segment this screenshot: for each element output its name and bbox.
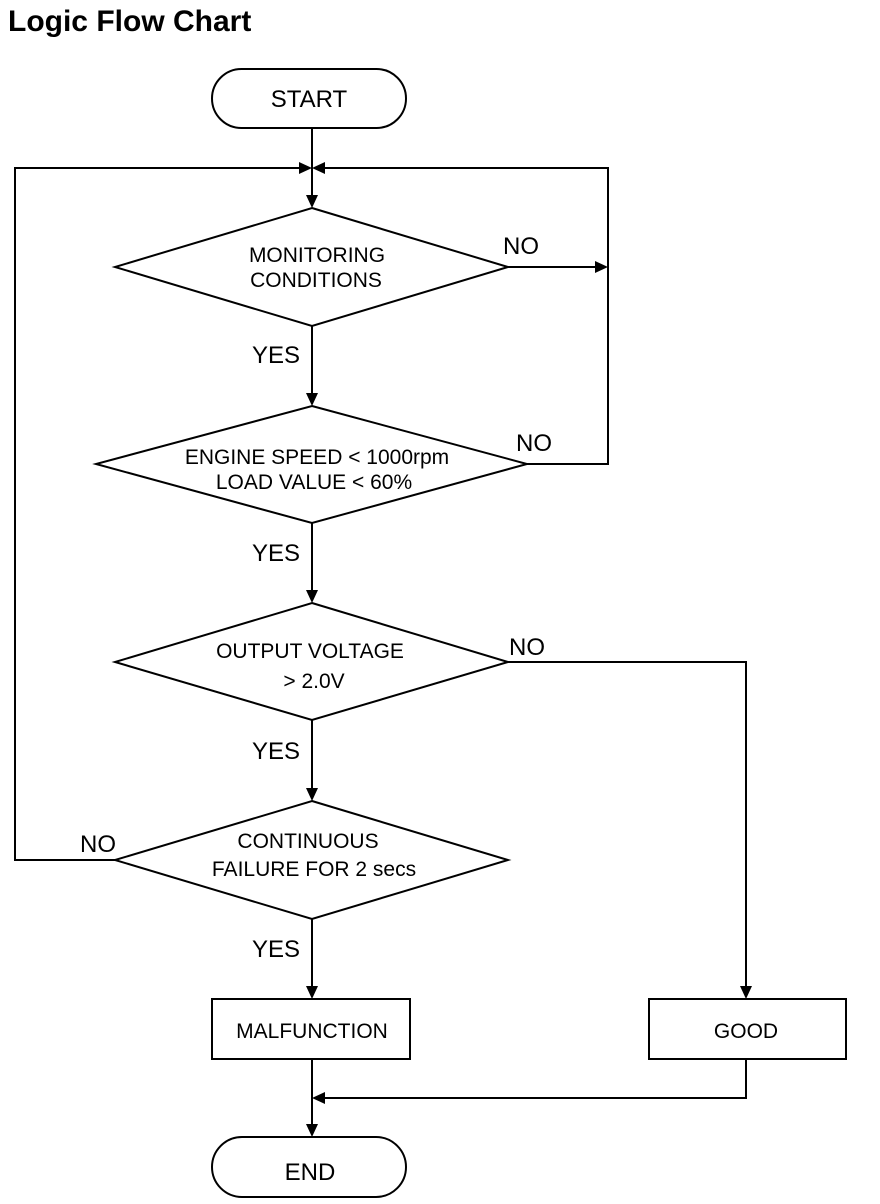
decision-continuous-failure: CONTINUOUS FAILURE FOR 2 secs xyxy=(111,799,512,921)
arrowhead-voltage-in xyxy=(306,590,318,603)
monitoring-no-label: NO xyxy=(503,233,539,260)
start-terminal: START xyxy=(211,68,407,129)
arrowheads xyxy=(299,162,752,1137)
continuous-label-line1: CONTINUOUS xyxy=(237,830,378,853)
continuous-no-label: NO xyxy=(80,831,116,858)
arrowhead-malfunction-in xyxy=(306,986,318,999)
continuous-yes-label: YES xyxy=(252,936,300,963)
connector-good-end xyxy=(322,1059,747,1099)
voltage-label-line1: OUTPUT VOLTAGE xyxy=(216,640,404,663)
end-label: END xyxy=(285,1159,336,1186)
decision-monitoring-conditions: MONITORING CONDITIONS xyxy=(111,206,512,328)
process-malfunction: MALFUNCTION xyxy=(211,998,411,1060)
voltage-yes-label: YES xyxy=(252,738,300,765)
connectors xyxy=(14,128,747,1128)
malfunction-label: MALFUNCTION xyxy=(236,1020,388,1043)
voltage-no-label: NO xyxy=(509,634,545,661)
arrowhead-continuous-in xyxy=(306,788,318,801)
connector-voltage-no-good xyxy=(508,661,747,990)
arrowhead-end-in xyxy=(306,1124,318,1137)
engine-label-line1: ENGINE SPEED < 1000rpm xyxy=(185,446,449,469)
monitoring-label-line2: CONDITIONS xyxy=(250,269,382,292)
chart-title: Logic Flow Chart xyxy=(8,5,252,38)
monitoring-yes-label: YES xyxy=(252,342,300,369)
connector-continuous-no-loop xyxy=(14,167,302,861)
continuous-label-line2: FAILURE FOR 2 secs xyxy=(212,858,416,881)
edge-labels: NO YES NO YES NO YES NO YES xyxy=(80,233,552,963)
arrowhead-right-loop xyxy=(312,162,325,174)
arrowhead-monitoring-no xyxy=(595,261,608,273)
arrowhead-good-in xyxy=(740,986,752,999)
monitoring-label-line1: MONITORING xyxy=(249,244,385,267)
engine-label-line2: LOAD VALUE < 60% xyxy=(216,471,412,494)
connector-engine-no-loop xyxy=(322,167,609,465)
end-terminal: END xyxy=(211,1136,407,1198)
voltage-label-line2: > 2.0V xyxy=(283,670,344,693)
start-label: START xyxy=(271,86,348,113)
engine-yes-label: YES xyxy=(252,540,300,567)
decision-engine-speed-load: ENGINE SPEED < 1000rpm LOAD VALUE < 60% xyxy=(92,404,531,525)
arrowhead-monitoring-in xyxy=(306,195,318,208)
process-good: GOOD xyxy=(648,998,847,1060)
decision-output-voltage: OUTPUT VOLTAGE > 2.0V xyxy=(111,601,512,722)
arrowhead-good-to-end xyxy=(312,1092,325,1104)
engine-no-label: NO xyxy=(516,430,552,457)
arrowhead-left-loop xyxy=(299,162,312,174)
good-label: GOOD xyxy=(714,1020,778,1043)
arrowhead-engine-in xyxy=(306,393,318,406)
